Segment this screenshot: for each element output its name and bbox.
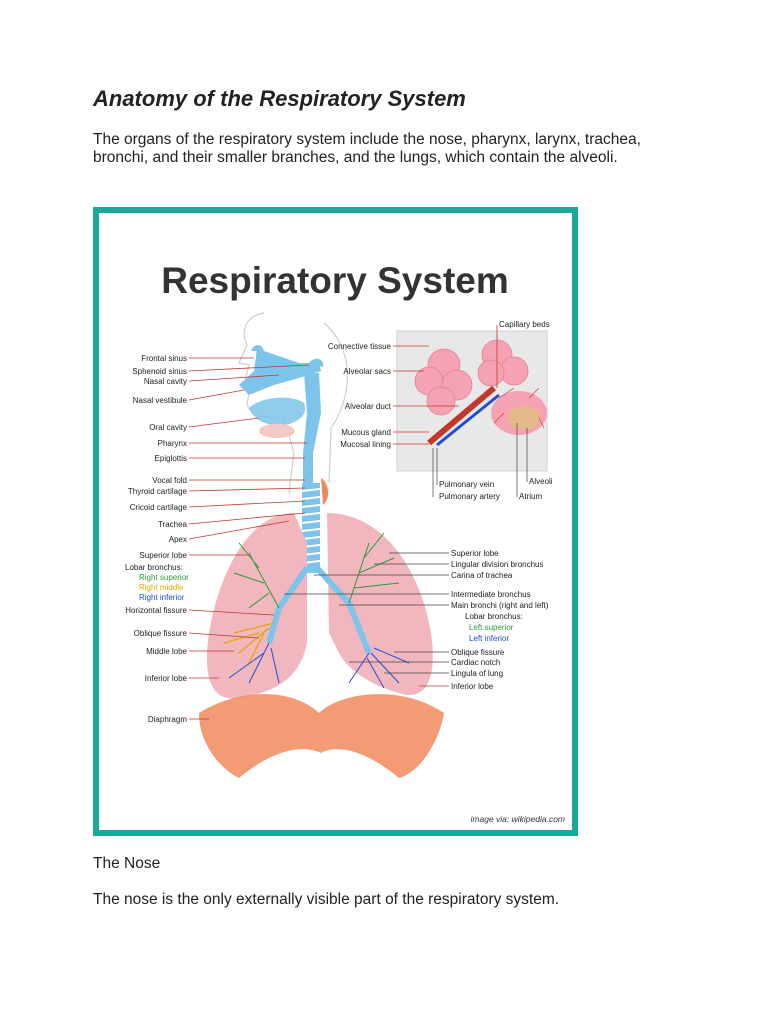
label-thyroid-cartilage: Thyroid cartilage	[128, 487, 188, 496]
label-oblique-fissure-left: Oblique fissure	[451, 648, 505, 657]
figure-credit: image via: wikipedia.com	[471, 814, 565, 824]
diaphragm-shape	[199, 694, 444, 778]
left-lung	[327, 513, 433, 695]
label-oral-cavity: Oral cavity	[149, 423, 187, 432]
bronchial-tree-green	[233, 532, 400, 609]
label-intermediate-bronchus: Intermediate bronchus	[451, 590, 531, 599]
respiratory-diagram: Respiratory System	[125, 260, 565, 824]
label-mucous-gland: Mucous gland	[341, 428, 391, 437]
label-superior-lobe-left: Superior lobe	[451, 549, 499, 558]
label-sphenoid-sinus: Sphenoid sinus	[132, 367, 187, 376]
inset-labels: Connective tissue Alveolar sacs Alveolar…	[328, 320, 553, 501]
label-apex: Apex	[169, 535, 187, 544]
label-lingular-division-bronchus: Lingular division bronchus	[451, 560, 544, 569]
label-alveolar-sacs: Alveolar sacs	[343, 367, 391, 376]
label-right-superior: Right superior	[139, 573, 189, 582]
thyroid-shape	[321, 478, 329, 505]
sphenoid-sinus-shape	[309, 358, 324, 367]
label-pulmonary-artery: Pulmonary artery	[439, 492, 500, 501]
label-pharynx: Pharynx	[158, 439, 187, 448]
nose-paragraph: The nose is the only externally visible …	[93, 891, 560, 908]
label-right-inferior: Right inferior	[139, 593, 185, 602]
label-cricoid-cartilage: Cricoid cartilage	[130, 503, 188, 512]
figure-heading: Respiratory System	[161, 260, 509, 301]
tongue-shape	[259, 424, 295, 438]
label-frontal-sinus: Frontal sinus	[141, 354, 187, 363]
alveoli-inset	[396, 330, 548, 472]
label-alveoli: Alveoli	[529, 477, 553, 486]
label-superior-lobe-right: Superior lobe	[139, 551, 187, 560]
intro-paragraph: The organs of the respiratory system inc…	[93, 131, 641, 166]
bronchial-tree-blue	[228, 642, 410, 689]
label-cardiac-notch: Cardiac notch	[451, 658, 500, 667]
label-nasal-vestibule: Nasal vestibule	[133, 396, 188, 405]
label-carina-of-trachea: Carina of trachea	[451, 571, 513, 580]
label-oblique-fissure-right: Oblique fissure	[134, 629, 188, 638]
label-left-inferior: Left inferior	[469, 634, 509, 643]
label-right-middle: Right middle	[139, 583, 184, 592]
bronchial-tree-yellow	[223, 622, 275, 664]
label-capillary-beds: Capillary beds	[499, 320, 550, 329]
label-middle-lobe: Middle lobe	[146, 647, 187, 656]
label-lobar-bronchus-left: Lobar bronchus:	[465, 612, 523, 621]
label-vocal-fold: Vocal fold	[152, 476, 187, 485]
label-epiglottis: Epiglottis	[155, 454, 187, 463]
left-labels: Frontal sinus Sphenoid sinus Nasal cavit…	[125, 354, 310, 724]
label-mucosal-lining: Mucosal lining	[340, 440, 391, 449]
frontal-sinus-shape	[251, 345, 264, 351]
label-nasal-cavity: Nasal cavity	[144, 377, 187, 386]
right-labels: Superior lobe Lingular division bronchus…	[284, 549, 549, 691]
label-lingula-of-lung: Lingula of lung	[451, 669, 503, 678]
neck-outline	[323, 322, 348, 484]
section-heading-nose: The Nose	[93, 855, 161, 872]
label-alveolar-duct: Alveolar duct	[345, 402, 392, 411]
label-pulmonary-vein: Pulmonary vein	[439, 480, 494, 489]
label-horizontal-fissure: Horizontal fissure	[125, 606, 187, 615]
respiratory-figure: Respiratory System	[93, 207, 578, 836]
label-lobar-bronchus-right: Lobar bronchus:	[125, 563, 183, 572]
pharynx-shape	[303, 373, 321, 483]
label-connective-tissue: Connective tissue	[328, 342, 392, 351]
right-lung	[206, 513, 307, 699]
label-main-bronchi: Main bronchi (right and left)	[451, 601, 549, 610]
label-trachea: Trachea	[158, 520, 188, 529]
label-atrium: Atrium	[519, 492, 542, 501]
nasal-cavity-shape	[239, 348, 321, 395]
label-inferior-lobe-right: Inferior lobe	[145, 674, 188, 683]
page-title: Anatomy of the Respiratory System	[93, 86, 466, 111]
label-left-superior: Left superior	[469, 623, 514, 632]
oral-cavity-shape	[249, 397, 306, 426]
label-diaphragm: Diaphragm	[148, 715, 187, 724]
label-inferior-lobe-left: Inferior lobe	[451, 682, 494, 691]
